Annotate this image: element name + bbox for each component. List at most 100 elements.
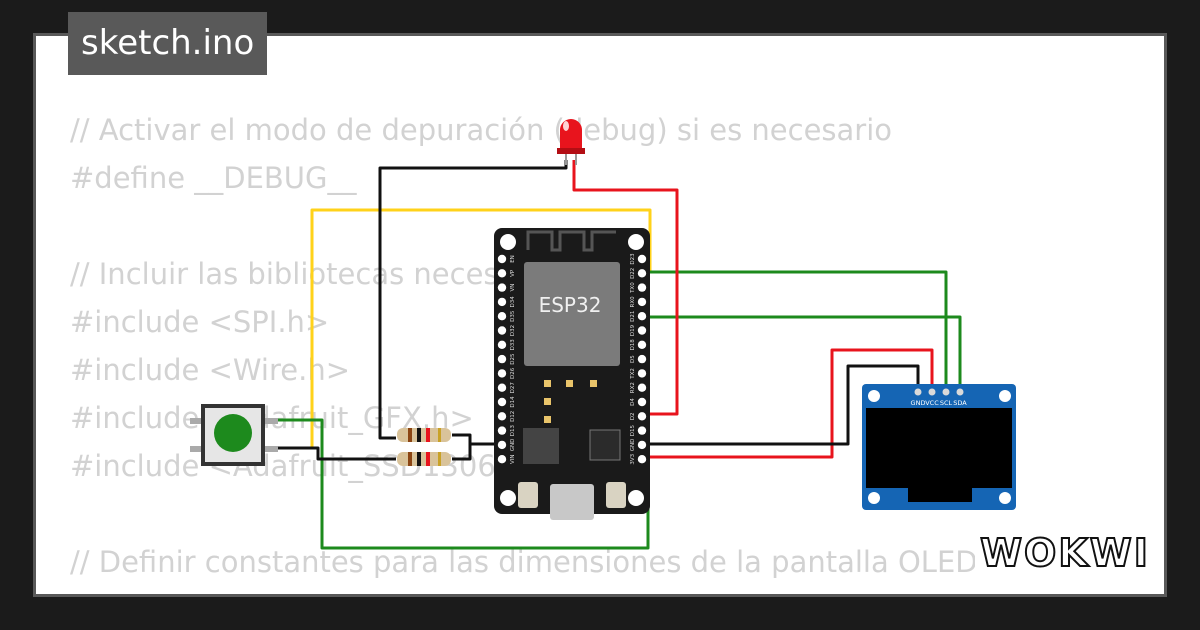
esp32-right-pin-label: D23 xyxy=(630,253,636,265)
file-tab[interactable]: sketch.ino xyxy=(68,12,268,75)
wire-black-led xyxy=(378,160,568,440)
esp32-left-pin-hole[interactable] xyxy=(497,312,507,321)
esp32-right-pin-label: D18 xyxy=(630,339,636,351)
esp32-left-pin-hole[interactable] xyxy=(497,369,507,378)
esp32-right-pin-label: D19 xyxy=(630,324,636,336)
wire-green-sda xyxy=(641,315,962,390)
oled-pin-vcc: VCC xyxy=(925,399,939,407)
oled-pin-scl: SCL xyxy=(940,399,953,407)
reset-button[interactable] xyxy=(606,482,626,508)
esp32-right-pin-label: TX2 xyxy=(630,368,636,380)
esp32-left-pin-label: D33 xyxy=(510,339,516,351)
usb-port xyxy=(550,484,594,520)
button-cap[interactable] xyxy=(214,414,252,452)
esp32-right-pin-label: D21 xyxy=(630,311,636,322)
esp32-left-pin-label: GND xyxy=(510,439,516,452)
esp32-right-pin-label: RX2 xyxy=(630,382,636,393)
esp32-left-pin-label: D26 xyxy=(510,367,516,379)
wire-black-button xyxy=(278,446,396,461)
resistor-1[interactable] xyxy=(397,428,451,442)
voltage-regulator xyxy=(523,428,559,464)
esp32-left-pin-hole[interactable] xyxy=(497,383,507,392)
esp32-left-pin-hole[interactable] xyxy=(497,297,507,307)
esp32-right-pin-label: 3V3 xyxy=(630,453,636,464)
wokwi-logo-mark: WOKWI xyxy=(979,530,1150,576)
esp32-right-pin-label: D15 xyxy=(630,424,636,436)
esp32-left-pin-hole[interactable] xyxy=(497,354,507,364)
esp32-left-pin-hole[interactable] xyxy=(497,269,507,278)
esp32-left-pin-label: EN xyxy=(510,255,516,263)
wokwi-logo: WOKWI xyxy=(975,524,1155,584)
oled-pin-gnd: GND xyxy=(911,399,926,407)
esp32-right-pin-label: D2 xyxy=(630,412,636,420)
esp32-left-pin-label: VN xyxy=(510,284,516,292)
wire-black-gnd-oled xyxy=(641,364,920,446)
code-line: #define __DEBUG__ xyxy=(70,161,357,195)
esp32-right-pin-hole[interactable] xyxy=(637,412,647,421)
esp32-left-pin-label: D27 xyxy=(510,382,516,394)
esp32-right-pin-label: RX0 xyxy=(630,296,636,308)
code-line: #include <SPI.h> xyxy=(70,305,330,339)
esp32-right-pin-hole[interactable] xyxy=(637,426,647,435)
esp32-right-pin-label: GND xyxy=(630,439,636,452)
esp32-left-pin-label: D35 xyxy=(510,310,516,322)
esp32-left-pin-label: D14 xyxy=(510,396,516,408)
esp32-right-pin-label: D4 xyxy=(630,398,636,406)
esp32-right-pin-label: D5 xyxy=(630,355,636,363)
esp32-left-pin-hole[interactable] xyxy=(497,326,507,335)
esp32-right-pin-hole[interactable] xyxy=(637,269,647,278)
esp32-left-pin-label: D25 xyxy=(510,353,516,365)
wire-red-vcc xyxy=(641,348,934,459)
code-line: #include <Adafruit_SSD1306.h> xyxy=(70,449,548,483)
usb-uart-chip xyxy=(589,429,621,461)
esp32-left-pin-label: D34 xyxy=(510,296,516,308)
esp32-left-pin-hole[interactable] xyxy=(497,254,507,264)
esp32-chip xyxy=(524,262,620,366)
esp32-left-pin-label: D32 xyxy=(510,325,516,336)
code-line: #define ANCHO_PANTALLA 128 // Ancho de l… xyxy=(70,586,978,594)
esp32-left-pin-label: VIN xyxy=(510,454,516,464)
code-line: #include <Wire.h> xyxy=(70,353,351,387)
esp32-right-pin-hole[interactable] xyxy=(637,397,647,407)
wire-red-led xyxy=(572,160,679,416)
boot-button[interactable] xyxy=(518,482,538,508)
esp32-left-pin-hole[interactable] xyxy=(497,283,507,292)
wires xyxy=(276,160,962,550)
esp32-right-pin-hole[interactable] xyxy=(637,383,647,392)
resistor-2[interactable] xyxy=(397,452,451,466)
oled-screen xyxy=(866,408,1012,488)
esp32-right-pin-hole[interactable] xyxy=(637,340,647,349)
red-led[interactable] xyxy=(557,119,585,165)
esp32-right-pin-hole[interactable] xyxy=(637,369,647,378)
esp32-left-pin-hole[interactable] xyxy=(497,455,507,464)
esp32-right-pin-label: D22 xyxy=(630,268,636,279)
esp32-board[interactable]: ESP32 ENVPVND34D35D32D33D25D26D27D14D12D… xyxy=(494,228,650,520)
esp32-right-pin-hole[interactable] xyxy=(637,254,647,264)
esp32-left-pin-label: D13 xyxy=(510,424,516,436)
wire-green-scl xyxy=(641,270,948,390)
esp32-left-pin-hole[interactable] xyxy=(497,426,507,435)
esp32-left-pin-label: VP xyxy=(510,269,516,277)
wire-black-resistors xyxy=(452,433,496,461)
esp32-right-pin-hole[interactable] xyxy=(637,440,647,450)
esp32-right-pin-hole[interactable] xyxy=(637,326,647,335)
esp32-left-pin-label: D12 xyxy=(510,411,516,422)
esp32-left-pin-hole[interactable] xyxy=(497,440,507,450)
oled-pin-sda: SDA xyxy=(953,399,967,407)
esp32-right-pin-hole[interactable] xyxy=(637,312,647,321)
code-line: // Definir constantes para las dimension… xyxy=(70,545,978,579)
wokwi-logo-text: WOKWI xyxy=(980,531,1150,575)
esp32-right-pin-label: TX0 xyxy=(630,282,636,294)
esp32-left-pin-hole[interactable] xyxy=(497,412,507,421)
esp32-right-pin-hole[interactable] xyxy=(637,297,647,307)
push-button[interactable] xyxy=(190,404,278,466)
esp32-right-pins: D23D22TX0RX0D21D19D18D5TX2RX2D4D2D15GND3… xyxy=(630,253,647,465)
esp32-right-pin-hole[interactable] xyxy=(637,455,647,464)
esp32-left-pin-hole[interactable] xyxy=(497,397,507,407)
esp32-right-pin-hole[interactable] xyxy=(637,354,647,364)
oled-display: GND VCC SCL SDA xyxy=(862,384,1016,510)
esp32-right-pin-hole[interactable] xyxy=(637,283,647,292)
esp32-left-pin-hole[interactable] xyxy=(497,340,507,349)
